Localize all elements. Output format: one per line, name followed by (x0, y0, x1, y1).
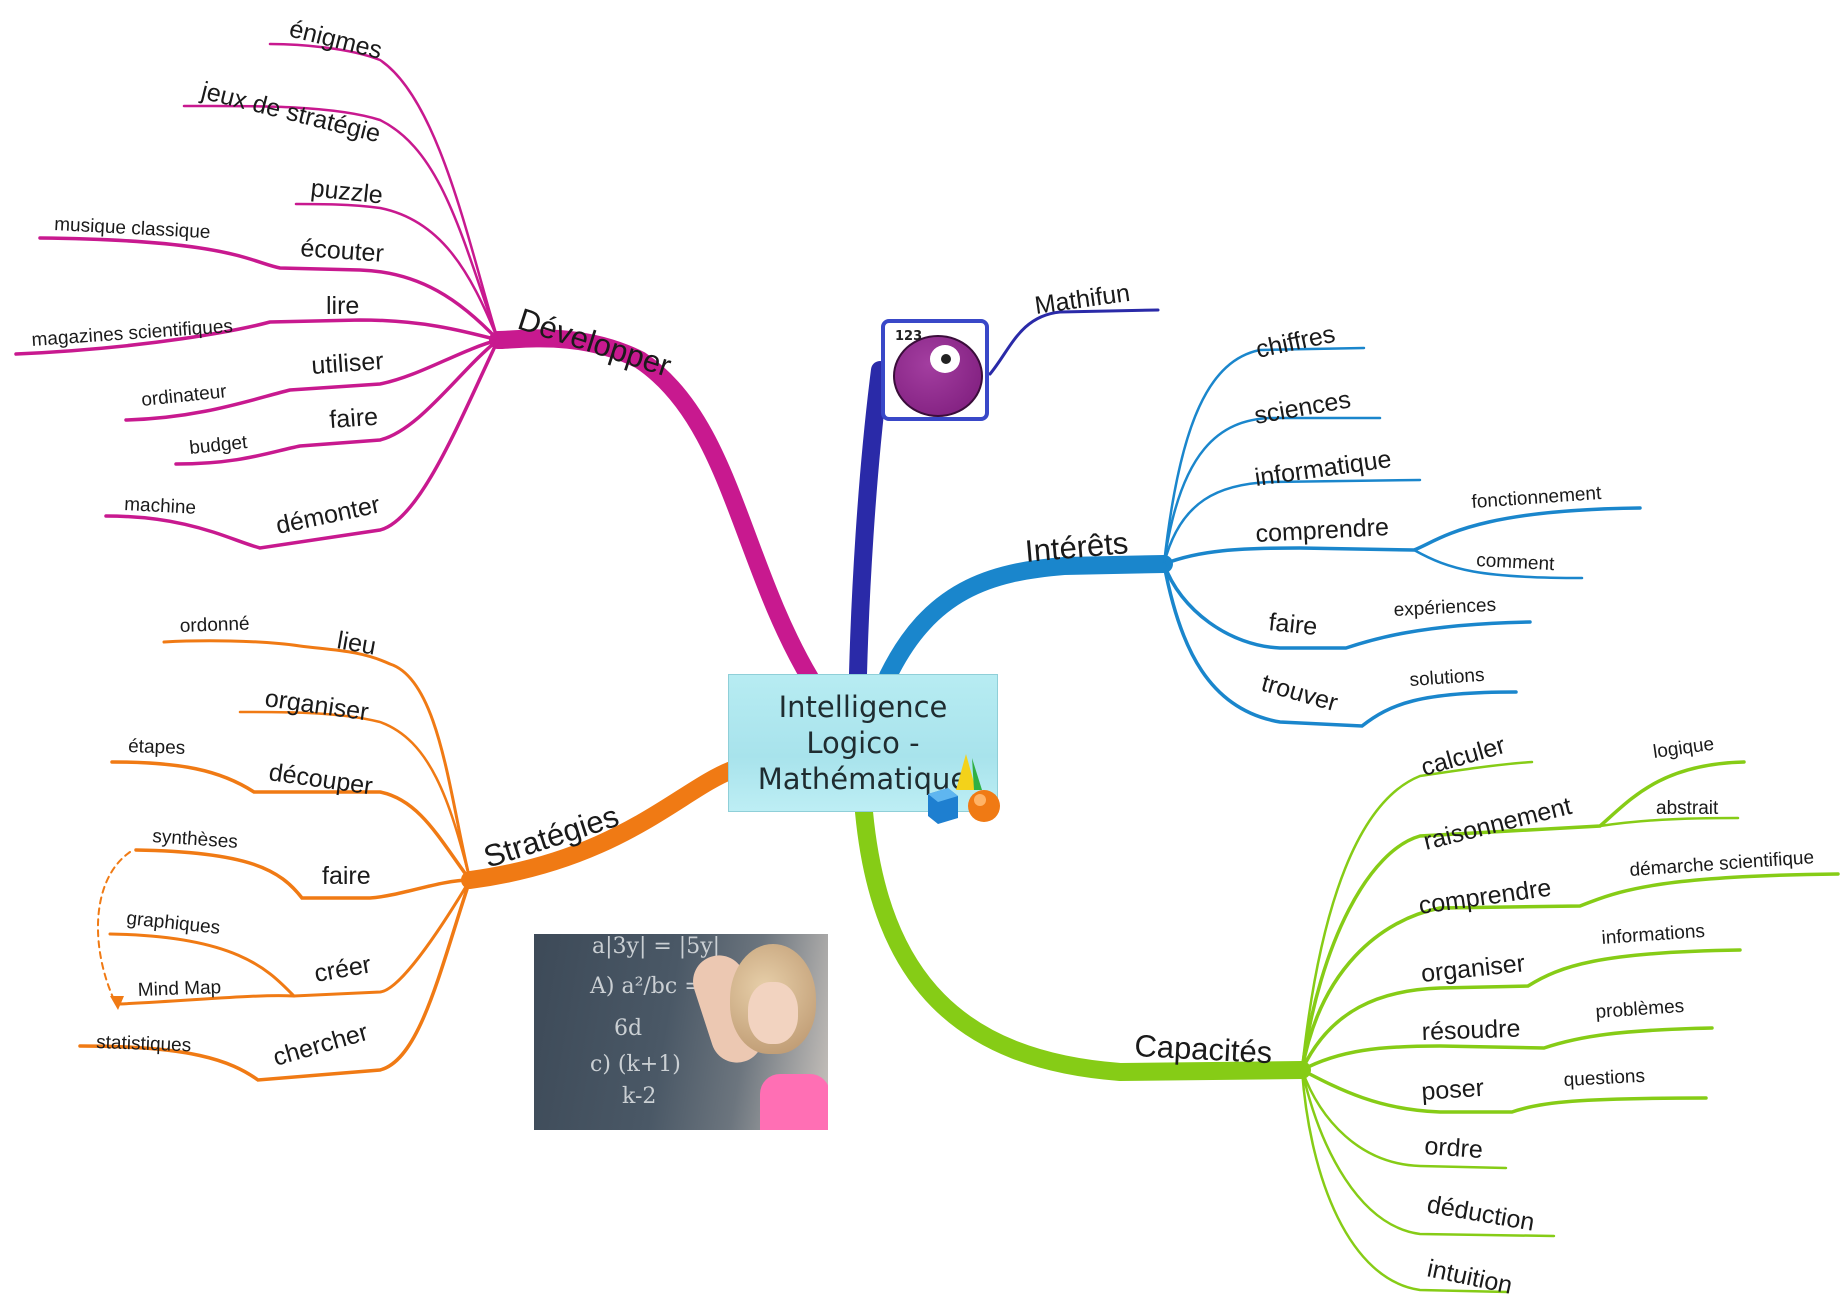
strategies-ordonne: ordonné (179, 614, 249, 637)
interets-sciences: sciences (1252, 385, 1353, 429)
central-topic-line2: Logico - (806, 726, 920, 760)
strategies-faire: faire (322, 862, 371, 890)
mathifun-app-icon[interactable]: 123 (881, 319, 989, 421)
branch-interets-trunk (879, 555, 1173, 685)
strategies-lieu: lieu (335, 626, 378, 660)
interets-faire: faire (1267, 608, 1318, 641)
branch-interets (879, 346, 1642, 728)
mathifun-label: Mathifun (1033, 279, 1132, 320)
capacites-comprendre: comprendre (1417, 874, 1553, 920)
central-topic-line3: Mathématique (757, 762, 969, 796)
developper-faire: faire (328, 403, 378, 434)
capacites-abstrait: abstrait (1656, 798, 1719, 819)
branch-mathifun-trunk (849, 361, 889, 683)
interets-chiffres: chiffres (1253, 320, 1337, 364)
strategies-syntheses: synthèses (152, 826, 239, 853)
capacites-logique: logique (1652, 734, 1716, 763)
branch-capacites (855, 760, 1840, 1294)
student-blackboard-photo: a|3y| = |5y| A) a²/bc = a³b² 6d c) (k+1)… (534, 934, 828, 1130)
branch-capacites-trunk (855, 803, 1311, 1082)
interets-trouver: trouver (1258, 669, 1341, 717)
capacites-questions: questions (1563, 1066, 1645, 1091)
central-topic-line1: Intelligence (778, 690, 948, 724)
developper-ecouter: écouter (300, 234, 385, 268)
capacites-raisonnement: raisonnement (1421, 792, 1575, 856)
central-topic[interactable]: Intelligence Logico - Mathématique (728, 674, 998, 812)
branch-developper (14, 42, 819, 687)
mathifun-ball-icon (893, 335, 983, 417)
strategies-creer: créer (312, 950, 373, 987)
branch-strategies (78, 639, 741, 1082)
capacites-calculer: calculer (1418, 731, 1509, 782)
capacites-resoudre: résoudre (1421, 1015, 1521, 1046)
strategies-etapes: étapes (128, 736, 186, 759)
interets-comment: comment (1476, 550, 1556, 575)
capacites-organiser: organiser (1420, 949, 1527, 988)
developper-budget: budget (188, 432, 249, 459)
capacites-informations: informations (1601, 921, 1706, 949)
branch-developper-trunk (489, 329, 819, 687)
developper-jeux: jeux de stratégie (198, 76, 384, 148)
strategies-decouper: découper (267, 758, 374, 800)
capacites-poser: poser (1420, 1074, 1484, 1106)
developper-enigmes: énigmes (287, 15, 385, 65)
mathifun-icon-number: 123 (895, 329, 923, 344)
strategies-chercher: chercher (270, 1018, 371, 1072)
interets-informatique: informatique (1253, 445, 1393, 492)
strategies-organiser: organiser (263, 684, 370, 726)
interets-experiences: expériences (1393, 595, 1496, 621)
branch-strategies-trunk (461, 761, 741, 889)
developper-utiliser: utiliser (310, 347, 384, 380)
branch-mathifun (849, 308, 1160, 683)
developper-label: Développer (514, 301, 676, 383)
developper-ordinateur: ordinateur (140, 381, 228, 411)
capacites-ordre: ordre (1424, 1132, 1484, 1164)
capacites-deduction: déduction (1425, 1190, 1537, 1236)
geometric-shapes-icon (928, 754, 1000, 824)
interets-solutions: solutions (1409, 665, 1485, 691)
developper-lire: lire (326, 292, 359, 320)
capacites-label: Capacités (1134, 1028, 1274, 1070)
strategies-statistiques: statistiques (96, 1032, 192, 1056)
interets-comprendre: comprendre (1255, 513, 1390, 548)
capacites-problemes: problèmes (1595, 996, 1685, 1023)
strategies-mindmap: Mind Map (137, 977, 221, 1001)
developper-machine: machine (124, 494, 197, 519)
